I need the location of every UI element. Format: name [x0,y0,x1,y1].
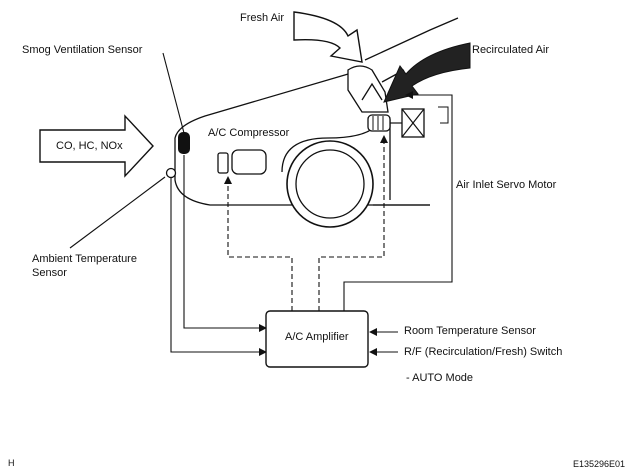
label-rf-switch: R/F (Recirculation/Fresh) Switch [404,346,563,358]
label-pollutants: CO, HC, NOx [56,140,123,152]
label-servo-motor: Air Inlet Servo Motor [456,179,557,191]
pollutant-arrow [39,114,154,178]
figure-code: E135296E01 [573,459,626,469]
compressor-block-small [217,152,229,174]
servo-motor-gear [367,114,391,132]
inlet-damper [361,82,383,101]
air-inlet-box [347,65,389,113]
label-recirculated-air: Recirculated Air [472,44,550,56]
label-room-sensor: Room Temperature Sensor [404,325,536,337]
vehicle-outline [174,138,430,206]
smog-sensor-body [178,132,190,154]
label-smog-sensor: Smog Ventilation Sensor [22,44,143,56]
fresh-air-arrow [293,11,363,63]
servo-motor-feedback [438,106,449,124]
label-ambient-sensor-line1: Ambient Temperature [32,253,137,265]
ac-amplifier-box [265,310,369,368]
label-fresh-air: Fresh Air [240,12,285,24]
label-ambient-sensor-line2: Sensor [32,267,67,279]
blower-hub [295,149,365,219]
recirculated-air-arrow [383,42,471,103]
control-to-air-inlet [318,135,388,311]
hood-line [174,71,356,139]
wire-smog-to-amplifier [183,155,267,332]
control-to-compressor [224,176,293,311]
label-ac-compressor: A/C Compressor [208,127,290,139]
compressor-block-large [231,149,267,175]
wire-ambient-to-amplifier [170,178,267,356]
windshield-line [364,17,459,61]
corner-left-code: H [8,458,15,468]
label-auto-mode: - AUTO Mode [406,372,474,384]
label-amplifier: A/C Amplifier [285,331,349,343]
ambient-sensor-body [165,167,177,179]
wire-servo-feedback [343,91,453,311]
